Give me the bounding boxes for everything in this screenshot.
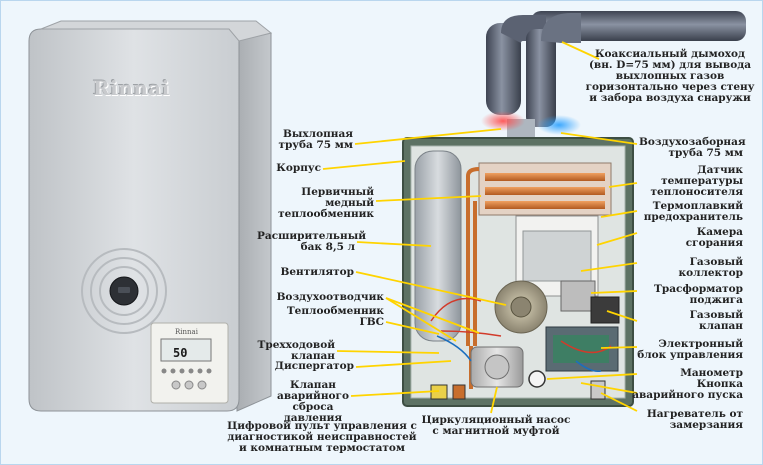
label-remote: Цифровой пульт управления с диагностикой… [227,420,417,454]
label-air-pipe: Воздухозаборная труба 75 мм [639,136,746,159]
label-air-vent: Воздухоотводчик [276,291,384,303]
label-fuse: Термоплавкий предохранитель [643,200,743,223]
label-control-unit: Электронный блок управления [637,338,743,361]
label-emergency-button: Кнопка аварийного пуска [632,378,743,401]
label-primary-hx: Первичный медный теплообменник [278,186,374,220]
ignition-transformer [560,280,596,312]
label-gas-collector: Газовый коллектор [678,256,743,279]
leader-lines [322,41,638,414]
remote-brand: Rinnai [175,328,198,336]
gas-valve-body [590,296,620,324]
exhaust-glow [481,111,525,131]
label-chamber: Камера сгорания [685,226,743,249]
boiler-casing [28,20,273,412]
label-housing: Корпус [276,162,321,174]
circulation-pump [470,346,524,388]
manometer-gauge [528,370,546,388]
gas-collector [522,230,592,282]
label-three-way: Трехходовой клапан [257,339,335,362]
remote-control-panel [150,322,229,404]
label-relief-valve: Клапан аварийного сброса давления [277,379,349,424]
label-antifreeze: Нагреватель от замерзания [646,408,743,431]
label-dhw-hx: Теплообменник ГВС [286,305,384,328]
label-pump: Циркуляционный насос с магнитной муфтой [421,414,571,437]
label-gas-valve: Газовый клапан [689,309,743,332]
casing-rings [81,248,167,334]
label-fan: Вентилятор [280,266,354,278]
casing-brand-logo: Rinnai [93,76,170,100]
primary-heat-exchanger [478,162,612,216]
remote-display: 50 [173,346,188,360]
label-expansion-tank: Расширительный бак 8,5 л [257,230,367,253]
label-exhaust-pipe: Выхлопная труба 75 мм [278,128,353,151]
intake-glow [537,115,581,135]
coaxial-flue-pipe [486,11,746,137]
label-transformer: Трасформатор поджига [654,283,743,306]
label-dispergator: Диспергатор [274,360,354,372]
label-temp-sensor: Датчик температуры теплоносителя [650,164,744,198]
label-flue: Коаксиальный дымоход (вн. D=75 мм) для в… [585,48,755,104]
label-manometer: Манометр [680,367,743,379]
